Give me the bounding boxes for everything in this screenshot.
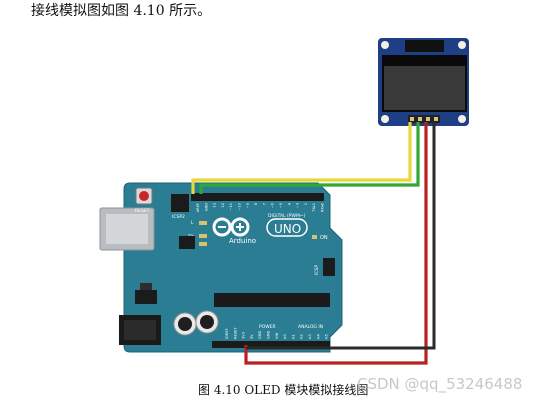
pin-label: A5 — [325, 334, 329, 339]
oled-display-area — [384, 66, 465, 110]
reset-button-cap — [139, 191, 149, 201]
pin-label: 5V — [250, 334, 254, 339]
pin-label: 8 — [254, 202, 258, 205]
pin-label: ~6 — [271, 202, 275, 208]
pin-label: TX▸1 — [312, 203, 316, 213]
wire-red-5v — [244, 122, 428, 365]
board-pcb — [123, 182, 343, 353]
pin-label: IOREF — [225, 328, 229, 339]
voltage-regulator — [135, 290, 157, 304]
pin-label: 12 — [221, 203, 225, 208]
digital-pin-labels: AREF GND 13 12 ~11 ~10 ~9 8 7 ~6 ~5 4 ~3 2 TX▸1 RX◂0 — [196, 202, 325, 212]
usb-chip — [179, 236, 195, 249]
power-jack-inner — [124, 320, 156, 340]
pin-label: A4 — [316, 334, 320, 339]
led-tx — [199, 234, 207, 238]
arduino-logo — [212, 217, 250, 237]
pin-label: AREF — [196, 203, 200, 212]
pin-label: A2 — [300, 334, 304, 339]
power-analog-header — [212, 341, 330, 348]
oled-mount-hole — [458, 115, 466, 123]
pin-label: GND — [258, 331, 262, 339]
oled-mount-hole — [381, 41, 389, 49]
pin-label: 13 — [213, 203, 217, 208]
pin-label: A0 — [283, 334, 287, 339]
pin-label: RESET — [233, 327, 237, 339]
pin-label: ~9 — [246, 202, 250, 208]
led-on-label: ON — [320, 235, 328, 241]
pin-label: 2 — [304, 203, 308, 205]
led-l-label: L — [191, 220, 194, 226]
figure-caption: 图 4.10 OLED 模块模拟接线图 — [198, 383, 369, 397]
pin-label: 7 — [262, 203, 266, 205]
intro-text: 接线模拟图如图 4.10 所示。 — [31, 3, 212, 19]
led-rx — [199, 242, 207, 246]
capacitor-top — [200, 315, 214, 329]
wires — [191, 122, 436, 365]
pin-label: 3V3 — [242, 332, 246, 339]
oled-header-pins — [408, 115, 440, 123]
led-l — [199, 221, 207, 225]
icsp2-header — [171, 194, 189, 212]
analog-label: ANALOG IN — [298, 324, 323, 330]
reset-label: RESET — [135, 208, 150, 214]
atmega-chip — [214, 293, 330, 307]
model-label: UNO — [274, 222, 301, 236]
icsp-label: ICSP — [314, 265, 320, 275]
icsp-header — [323, 258, 335, 276]
usb-port-inner — [106, 214, 148, 244]
oled-mount-hole — [458, 41, 466, 49]
brand-label: Arduino — [229, 237, 256, 245]
digital-label: DIGITAL (PWM~) — [268, 213, 306, 219]
uno-badge — [266, 218, 308, 237]
wire-black-gnd — [246, 122, 436, 350]
pin-label: RX◂0 — [321, 202, 325, 212]
pin-label: A1 — [291, 334, 295, 339]
power-label: POWER — [259, 324, 276, 330]
power-analog-pin-labels: IOREF RESET 3V3 5V GND GND VIN A0 A1 A2 A3 A4 A5 — [225, 327, 329, 339]
wire-green-data — [199, 122, 420, 194]
pin-label: 4 — [287, 202, 291, 205]
pin-label: ~3 — [296, 203, 300, 208]
oled-mount-hole — [381, 115, 389, 123]
icsp2-label: ICSP2 — [172, 214, 185, 220]
digital-header — [191, 193, 324, 201]
pin-label: ~5 — [279, 203, 283, 208]
oled-ribbon — [405, 40, 444, 52]
watermark: CSDN @qq_53246488 — [357, 375, 523, 393]
wire-yellow-vcc — [191, 122, 412, 194]
capacitor-top — [178, 317, 192, 331]
pin-label: ~11 — [229, 203, 233, 211]
oled-module — [378, 38, 469, 126]
pin-label: GND — [204, 203, 208, 211]
pin-label: ~10 — [238, 202, 242, 210]
pin-label: VIN — [275, 332, 279, 339]
regulator-tab — [140, 283, 152, 290]
pin-label: GND — [267, 331, 271, 339]
pin-label: A3 — [308, 334, 312, 339]
led-on — [312, 235, 317, 239]
